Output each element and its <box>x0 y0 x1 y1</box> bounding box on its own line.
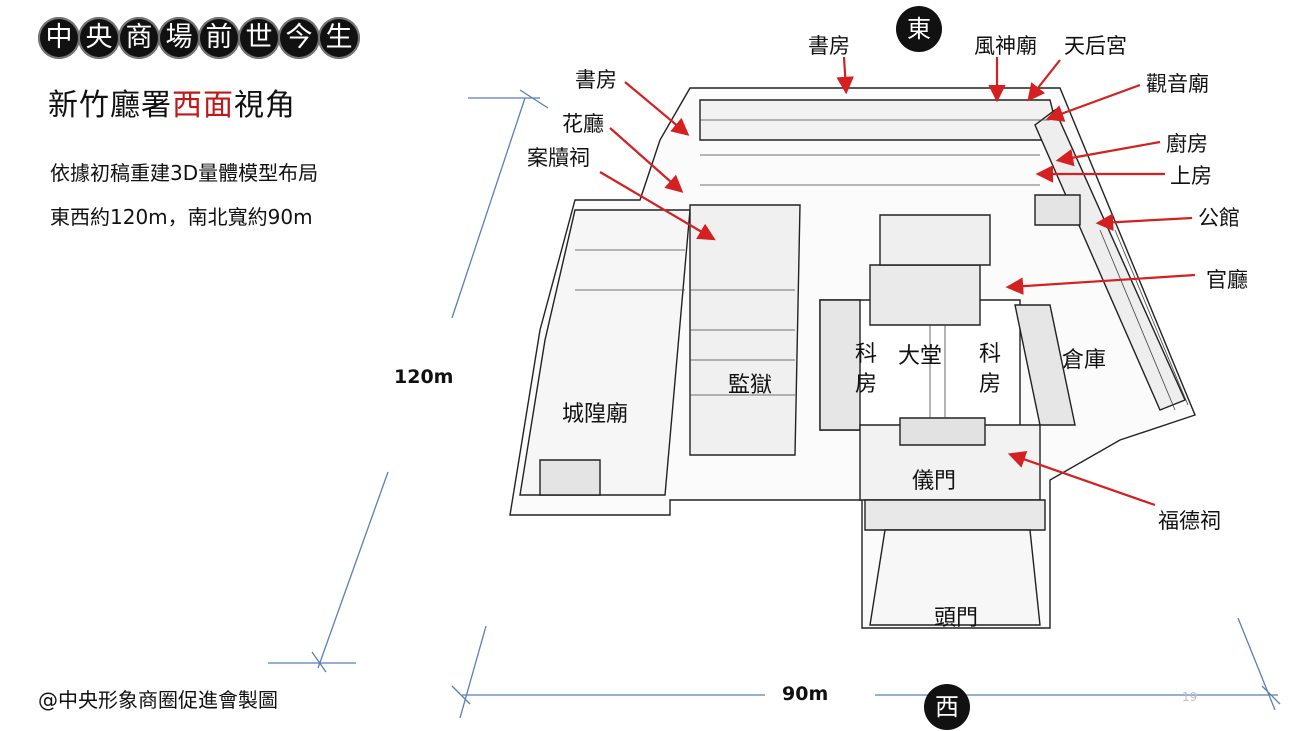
building-ke-left: 科房 <box>855 342 878 397</box>
title-char: 場 <box>158 17 200 59</box>
dimension-label-left: 120m <box>394 366 454 388</box>
label-guanyin: 觀音廟 <box>1146 72 1209 96</box>
label-fudeci: 福德祠 <box>1158 509 1221 533</box>
description-line-1: 依據初稿重建3D量體模型布局 <box>50 161 319 185</box>
dimension-label-bottom: 90m <box>782 683 829 705</box>
title-char: 央 <box>78 17 120 59</box>
description-line-2: 東西約120m，南北寬約90m <box>50 205 313 229</box>
compass-west-marker: 西 <box>924 684 970 730</box>
title-char: 前 <box>198 17 240 59</box>
building-ke-right: 科房 <box>979 342 1002 397</box>
title-banner: 中 央 商 場 前 世 今 生 <box>38 16 360 60</box>
label-shangfang: 上房 <box>1170 164 1212 188</box>
label-tianhou: 天后宮 <box>1064 34 1127 58</box>
building-toumen: 頭門 <box>934 606 979 631</box>
footer-credit: @中央形象商圈促進會製圖 <box>38 688 278 712</box>
title-char: 中 <box>38 17 80 59</box>
building-datang: 大堂 <box>898 344 943 369</box>
title-char: 商 <box>118 17 160 59</box>
compound-model <box>509 87 1196 629</box>
label-chufang: 廚房 <box>1166 132 1208 156</box>
title-char: 世 <box>238 17 280 59</box>
roof-lines <box>575 119 1189 418</box>
annotation-arrows <box>599 56 1196 507</box>
label-shufang-top: 書房 <box>808 34 850 58</box>
label-fengshen: 風神廟 <box>974 34 1037 58</box>
label-gongguan: 公館 <box>1198 206 1240 230</box>
title-char: 今 <box>278 17 320 59</box>
building-jianyu: 監獄 <box>728 373 773 398</box>
label-huating: 花廳 <box>562 112 604 136</box>
label-andu: 案牘祠 <box>527 146 590 170</box>
label-shufang-left: 書房 <box>575 68 617 92</box>
building-cangku: 倉庫 <box>1062 348 1107 373</box>
compass-east-marker: 東 <box>896 6 942 52</box>
subtitle-prefix: 新竹廳署 <box>48 88 172 123</box>
subtitle-suffix: 視角 <box>234 88 296 123</box>
subtitle-highlight: 西面 <box>172 88 234 123</box>
building-yimen: 儀門 <box>912 469 957 494</box>
subtitle: 新竹廳署西面視角 <box>48 80 296 124</box>
page-number: 19 <box>1182 690 1198 704</box>
label-guanting: 官廳 <box>1206 268 1248 292</box>
title-char: 生 <box>318 17 360 59</box>
building-chenghuang: 城隍廟 <box>562 402 629 427</box>
